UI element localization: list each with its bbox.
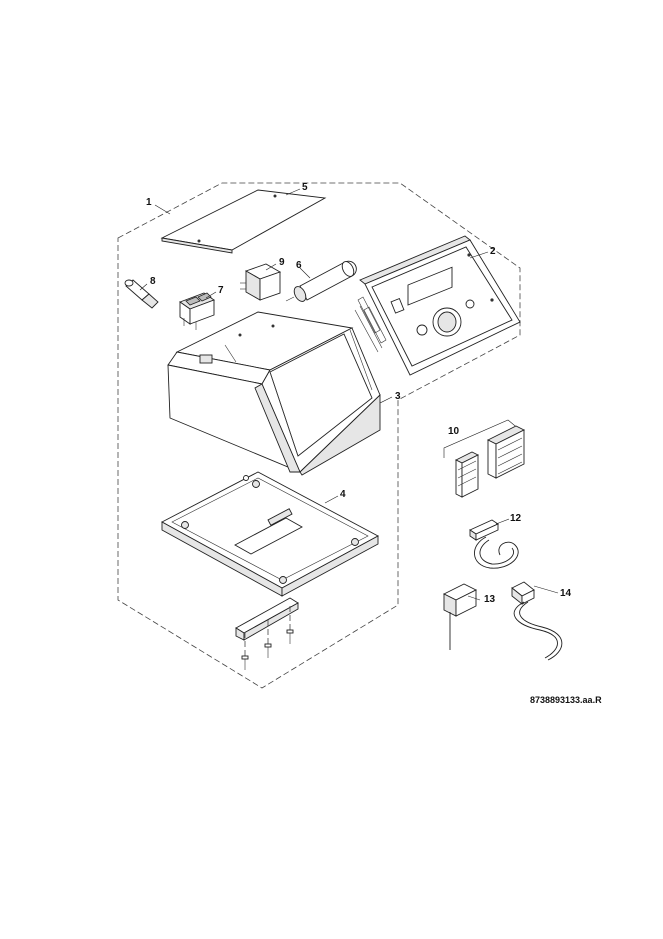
leader-lines <box>139 188 559 601</box>
callout-14: 14 <box>560 588 572 599</box>
screws <box>241 606 294 670</box>
callout-5: 5 <box>302 182 308 193</box>
document-id: 8738893133.aa.R <box>530 695 602 705</box>
sensor <box>442 583 478 650</box>
callout-13: 13 <box>484 594 496 605</box>
relay-module <box>240 263 282 301</box>
callout-3: 3 <box>395 391 401 402</box>
housing <box>167 311 381 476</box>
panel-rear-connectors <box>354 296 387 353</box>
assembly-group-outline <box>117 182 521 689</box>
callout-12: 12 <box>510 513 522 524</box>
callout-6: 6 <box>296 260 302 271</box>
cover-plate <box>160 189 327 254</box>
cable-connector <box>469 519 519 569</box>
callout-4: 4 <box>340 489 346 500</box>
capacitor <box>285 260 357 302</box>
rocker-switch <box>179 292 215 330</box>
terminal-block-left <box>454 451 480 498</box>
callout-8: 8 <box>150 276 156 287</box>
callout-7: 7 <box>218 285 224 296</box>
control-panel <box>354 235 521 376</box>
terminal-block-right <box>486 425 526 479</box>
callout-labels: 1 5 2 9 6 8 7 3 10 4 12 13 14 <box>146 182 572 605</box>
base-plate <box>161 471 379 597</box>
fuse-holder <box>124 279 159 309</box>
callout-1: 1 <box>146 197 152 208</box>
callout-10: 10 <box>448 426 460 437</box>
callout-9: 9 <box>279 257 285 268</box>
plug-cable <box>511 581 563 661</box>
callout-2: 2 <box>490 246 496 257</box>
terminal-blocks <box>443 419 526 498</box>
mounting-bracket <box>235 597 299 670</box>
